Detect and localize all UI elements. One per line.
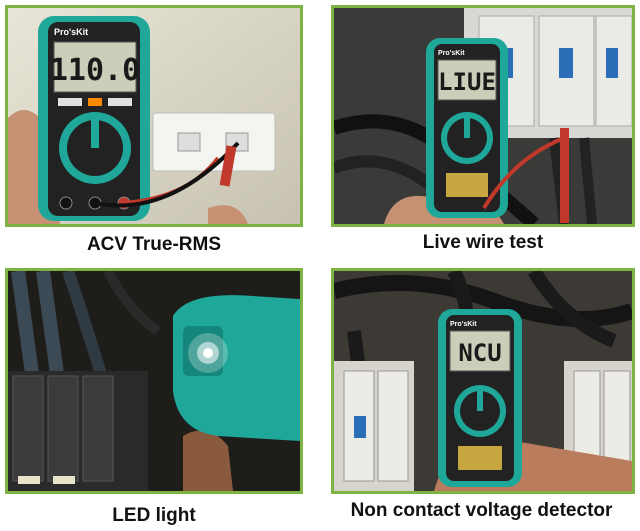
lcd-screen [449,330,511,372]
caption-live-wire-test: Live wire test [422,232,544,253]
lcd-screen [437,59,497,101]
lcd-reading: NCU [458,339,501,367]
live-wire-scene: Pro'sKit LIUE [334,8,632,224]
lcd-reading: LIUE [438,68,496,96]
test-probe [560,128,569,223]
photo-acv-true-rms: Pro'sKit 110.0 [5,5,303,227]
caption-non-contact-voltage-detector: Non contact voltage detector [350,500,613,521]
multimeter: Pro'sKit NCU [438,309,522,487]
multimeter: Pro'sKit LIUE [426,38,508,218]
wall-outlet [152,112,276,172]
photo-live-wire-test: Pro'sKit LIUE [331,5,635,227]
photo-non-contact-voltage-detector: Pro'sKit NCU [331,268,635,494]
brand-label: Pro'sKit [438,50,465,57]
multimeter: Pro'sKit 110.0 [38,16,150,221]
brand-label: Pro'sKit [450,321,477,328]
acv-scene: Pro'sKit 110.0 [8,8,300,224]
lcd-screen [53,41,137,93]
led-light-scene [8,271,300,491]
brand-label: Pro'sKit [54,27,88,37]
lcd-reading: 110.0 [50,53,140,88]
caption-acv-true-rms: ACV True-RMS [86,234,222,255]
photo-led-light [5,268,303,494]
multimeter-top [173,295,300,441]
ncv-scene: Pro'sKit NCU [334,271,632,491]
led-light-icon [188,333,228,373]
caption-led-light: LED light [112,505,196,526]
